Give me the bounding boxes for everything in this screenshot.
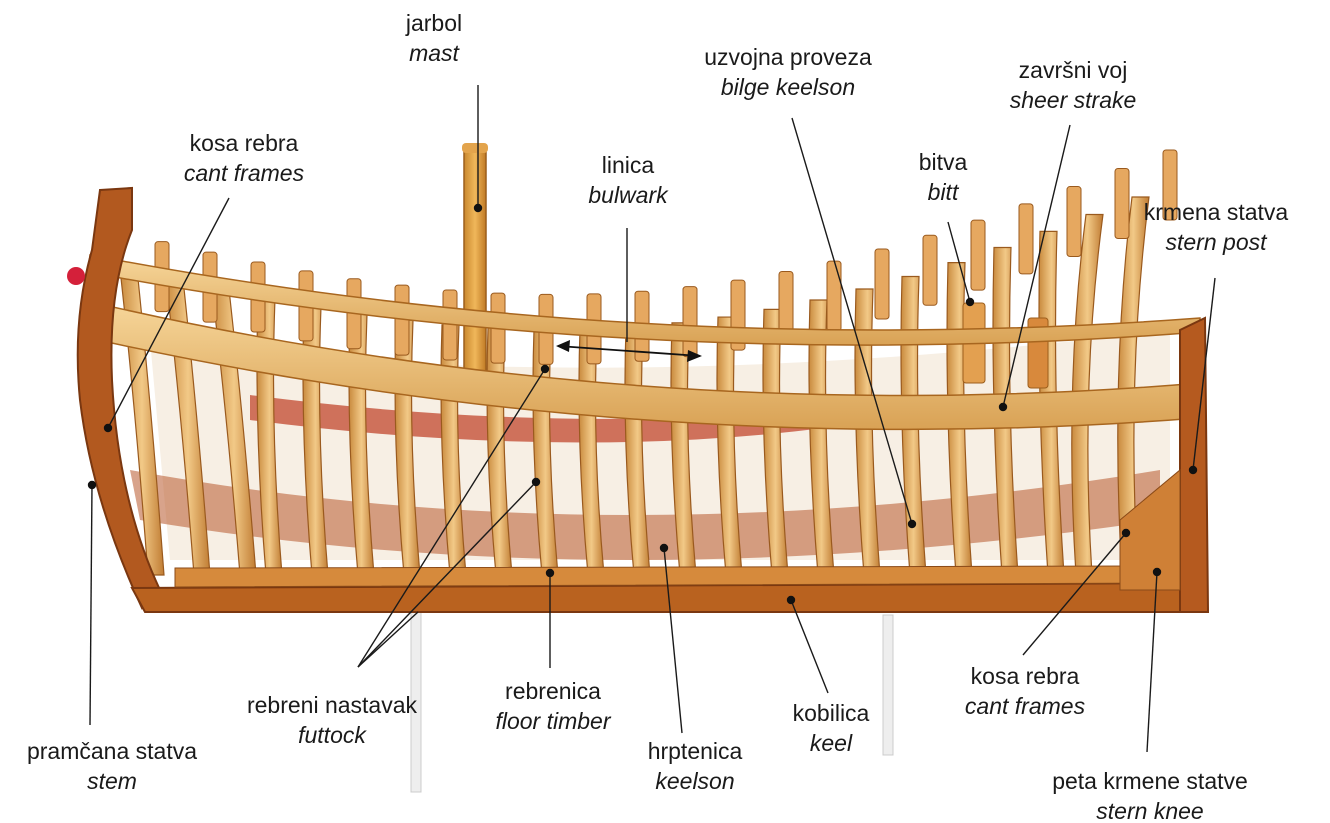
label-cant-frames-bottom: kosa rebra cant frames: [945, 661, 1105, 721]
label-mast: jarbol mast: [379, 8, 489, 68]
leader-dot: [908, 520, 916, 528]
label-cant-frames-bottom-en: cant frames: [945, 691, 1105, 721]
label-stem-en: stem: [2, 766, 222, 796]
leader-dot: [104, 424, 112, 432]
mast-shape: [462, 143, 488, 376]
label-cant-frames-top-en: cant frames: [164, 158, 324, 188]
label-bitt-en: bitt: [898, 177, 988, 207]
label-bitt-hr: bitva: [898, 147, 988, 177]
leader-dot: [660, 544, 668, 552]
leader-dot: [1153, 568, 1161, 576]
label-cant-frames-top-hr: kosa rebra: [164, 128, 324, 158]
label-stern-knee-en: stern knee: [1025, 796, 1275, 823]
label-floor-timber-en: floor timber: [473, 706, 633, 736]
leader-dot: [787, 596, 795, 604]
label-sheer-strake-en: sheer strake: [988, 85, 1158, 115]
label-keelson-en: keelson: [630, 766, 760, 796]
bulwark-stanchion: [875, 249, 889, 319]
leader-dot: [541, 365, 549, 373]
bulwark-stanchion: [971, 220, 985, 290]
bulwark-stanchion: [827, 261, 841, 331]
label-mast-en: mast: [379, 38, 489, 68]
label-sheer-strake: završni voj sheer strake: [988, 55, 1158, 115]
label-floor-timber-hr: rebrenica: [473, 676, 633, 706]
label-stern-post-hr: krmena statva: [1128, 197, 1304, 227]
label-sheer-strake-hr: završni voj: [988, 55, 1158, 85]
label-stern-post: krmena statva stern post: [1128, 197, 1304, 257]
bulwark-stanchion: [923, 235, 937, 305]
leader-dot: [546, 569, 554, 577]
label-bulwark-en: bulwark: [563, 180, 693, 210]
leader-dot: [1189, 466, 1197, 474]
bulwark-stanchion: [683, 287, 697, 357]
label-futtock-hr: rebreni nastavak: [232, 690, 432, 720]
leader-dot: [474, 204, 482, 212]
label-bilge-keelson-hr: uzvojna proveza: [683, 42, 893, 72]
leader-dot: [88, 481, 96, 489]
bulwark-stanchion: [1019, 204, 1033, 274]
leader-line: [791, 600, 828, 693]
label-mast-hr: jarbol: [379, 8, 489, 38]
label-keel: kobilica keel: [776, 698, 886, 758]
label-bilge-keelson-en: bilge keelson: [683, 72, 893, 102]
label-stem: pramčana statva stem: [2, 736, 222, 796]
leader-dot: [1122, 529, 1130, 537]
bulwark-stanchion: [1067, 187, 1081, 257]
label-keel-en: keel: [776, 728, 886, 758]
label-bilge-keelson: uzvojna proveza bilge keelson: [683, 42, 893, 102]
label-stem-hr: pramčana statva: [2, 736, 222, 766]
label-bulwark: linica bulwark: [563, 150, 693, 210]
label-stern-post-en: stern post: [1128, 227, 1304, 257]
label-cant-frames-top: kosa rebra cant frames: [164, 128, 324, 188]
leader-dot: [966, 298, 974, 306]
label-keel-hr: kobilica: [776, 698, 886, 728]
leader-dot: [999, 403, 1007, 411]
label-bitt: bitva bitt: [898, 147, 988, 207]
leader-line: [90, 485, 92, 725]
leader-dot: [532, 478, 540, 486]
label-stern-knee: peta krmene statve stern knee: [1025, 766, 1275, 823]
label-futtock-en: futtock: [232, 720, 432, 750]
label-keelson-hr: hrptenica: [630, 736, 760, 766]
label-floor-timber: rebrenica floor timber: [473, 676, 633, 736]
label-futtock: rebreni nastavak futtock: [232, 690, 432, 750]
label-bulwark-hr: linica: [563, 150, 693, 180]
bulwark-stanchion: [1115, 169, 1129, 239]
label-cant-frames-bottom-hr: kosa rebra: [945, 661, 1105, 691]
label-keelson: hrptenica keelson: [630, 736, 760, 796]
bulwark-arrowhead-left: [556, 340, 570, 352]
label-stern-knee-hr: peta krmene statve: [1025, 766, 1275, 796]
